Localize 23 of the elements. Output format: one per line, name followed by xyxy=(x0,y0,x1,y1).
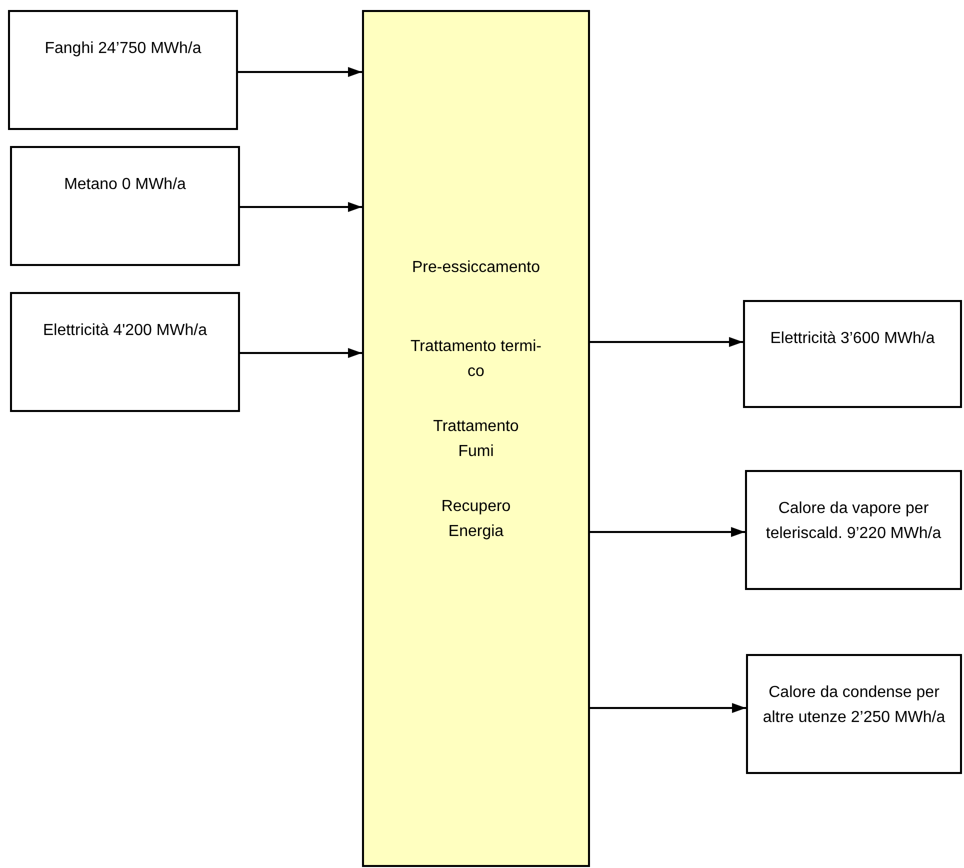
box-label: Fanghi 24’750 MWh/a xyxy=(44,39,202,59)
process-step-text: Recupero Energia xyxy=(440,497,512,542)
flow-box xyxy=(10,146,240,266)
flow-box xyxy=(10,292,240,412)
process-step-text: Pre-essiccamento xyxy=(410,258,542,278)
arrow xyxy=(590,527,745,537)
flow-box xyxy=(743,300,962,408)
flow-box xyxy=(746,654,962,774)
box-label: Elettricità 3’600 MWh/a xyxy=(769,329,936,349)
arrow xyxy=(240,202,362,212)
flow-box xyxy=(745,470,962,590)
process-step-text: Trattamento termi- co xyxy=(410,337,542,382)
arrow xyxy=(238,67,362,77)
box-label: Metano 0 MWh/a xyxy=(63,175,187,195)
arrow xyxy=(590,337,743,347)
arrow xyxy=(240,348,362,358)
box-label: Elettricità 4'200 MWh/a xyxy=(42,321,208,341)
arrow xyxy=(590,703,746,713)
box-label: Calore da vapore per teleriscald. 9’220 MWh/a xyxy=(764,499,942,544)
flow-box xyxy=(8,10,238,130)
process-step-text: Trattamento Fumi xyxy=(432,417,520,462)
process-box xyxy=(362,10,590,867)
box-label: Calore da condense per altre utenze 2’250 MWh/a xyxy=(762,683,946,728)
